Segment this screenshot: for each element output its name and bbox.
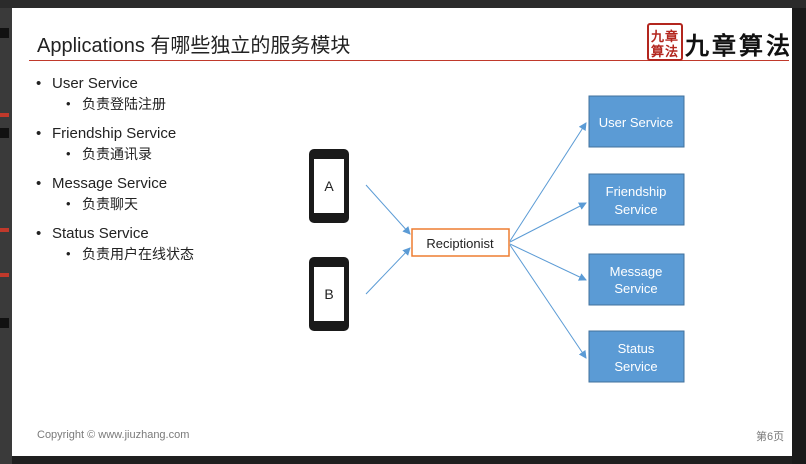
list-subitem: 负责用户在线状态	[34, 244, 194, 264]
list-subitem: 负责聊天	[34, 194, 194, 214]
list-item: Friendship Service	[34, 124, 194, 144]
strip-marker	[0, 28, 9, 38]
slide-title: Applications 有哪些独立的服务模块	[37, 35, 351, 57]
svg-text:User Service: User Service	[599, 115, 673, 130]
svg-text:Status: Status	[618, 341, 655, 356]
gateway-label: Reciptionist	[426, 236, 494, 251]
user-service-box: User Service	[588, 95, 685, 148]
architecture-diagram: A B Reciptionist User Service Friendship…	[309, 95, 685, 383]
window-top-bar	[0, 0, 806, 8]
strip-marker	[0, 228, 9, 232]
phone-b-icon: B	[309, 257, 349, 331]
strip-marker	[0, 113, 9, 117]
svg-text:Service: Service	[614, 202, 657, 217]
svg-text:Service: Service	[614, 281, 657, 296]
jiuzhang-logo: 九 章 算 法 九章算法	[645, 22, 792, 61]
list-item: Message Service	[34, 174, 194, 194]
service-list: User Service 负责登陆注册 Friendship Service 负…	[34, 74, 194, 274]
phone-a-label: A	[324, 178, 334, 194]
right-panel-strip	[792, 8, 806, 464]
friendship-service-box: Friendship Service	[588, 173, 685, 226]
message-service-box: Message Service	[588, 253, 685, 306]
strip-marker	[0, 128, 9, 138]
left-panel-strip	[0, 8, 12, 464]
page-number: 第6页	[756, 431, 785, 443]
svg-text:Message: Message	[610, 264, 663, 279]
gateway-box	[411, 228, 510, 257]
title-divider	[29, 60, 789, 61]
logo-seal-icon: 九 章 算 法	[647, 23, 683, 61]
presentation-slide: Applications 有哪些独立的服务模块 九 章 算 法 九章算法 Use…	[12, 8, 792, 456]
strip-marker	[0, 273, 9, 277]
list-subitem: 负责登陆注册	[34, 94, 194, 114]
svg-text:Friendship: Friendship	[606, 184, 667, 199]
svg-text:Service: Service	[614, 359, 657, 374]
list-subitem: 负责通讯录	[34, 144, 194, 164]
strip-marker	[0, 318, 9, 328]
phone-a-icon: A	[309, 149, 349, 223]
arrow-b-to-gateway	[365, 247, 411, 295]
logo-text: 九章算法	[685, 31, 792, 60]
arrow-to-message-service	[509, 243, 587, 281]
arrow-to-friendship-service	[509, 202, 587, 243]
list-item: Status Service	[34, 224, 194, 244]
footer-copyright: Copyright © www.jiuzhang.com	[37, 429, 190, 441]
list-item: User Service	[34, 74, 194, 94]
arrow-to-status-service	[509, 244, 587, 359]
arrow-to-user-service	[509, 122, 587, 242]
phone-b-label: B	[324, 286, 333, 302]
status-service-box: Status Service	[588, 330, 685, 383]
arrow-a-to-gateway	[365, 184, 411, 235]
